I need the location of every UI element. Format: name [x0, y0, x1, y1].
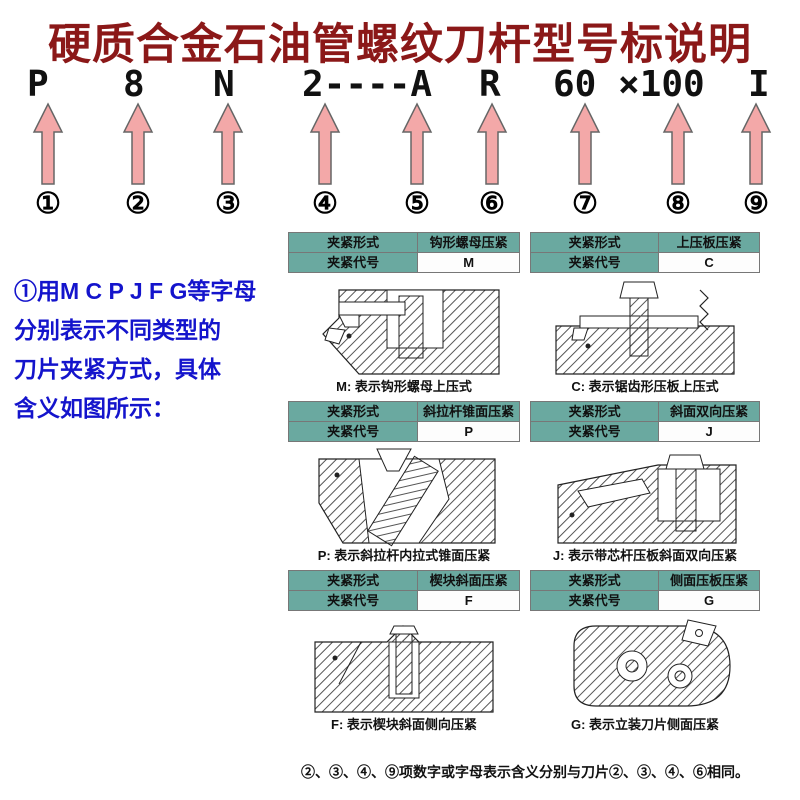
form-value: 楔块斜面压紧 [418, 571, 520, 591]
clamp-panel-j: 夹紧形式 斜面双向压紧 夹紧代号 J J: 表示带芯杆压板斜面双向压紧 [530, 401, 760, 564]
page-title: 硬质合金石油管螺纹刀杆型号标说明 [48, 21, 752, 69]
marker-1: ① [35, 188, 61, 220]
clamp-panel-g: 夹紧形式 侧面压板压紧 夹紧代号 G G: 表示立装刀片侧面压紧 [530, 570, 760, 733]
panel-header-table: 夹紧形式 楔块斜面压紧 夹紧代号 F [288, 570, 520, 611]
panel-caption: M: 表示钩形螺母上压式 [336, 379, 472, 394]
code-label: 夹紧代号 [531, 591, 660, 611]
left-note-line: 刀片夹紧方式，具体 [14, 356, 221, 382]
left-note-line: 含义如图所示： [14, 395, 175, 421]
form-value: 钩形螺母压紧 [418, 233, 520, 253]
form-value: 侧面压板压紧 [659, 571, 760, 591]
form-label: 夹紧形式 [289, 402, 419, 422]
marker-8: ⑧ [665, 188, 691, 220]
left-note-line: 分别表示不同类型的 [14, 317, 221, 343]
clamp-panel-c: 夹紧形式 上压板压紧 夹紧代号 C C: 表示锯齿形压板上压式 [530, 232, 760, 395]
code-segment-6: 60 ×100 [553, 64, 705, 105]
panel-header-table: 夹紧形式 斜拉杆锥面压紧 夹紧代号 P [288, 401, 520, 442]
panel-caption: G: 表示立装刀片侧面压紧 [570, 717, 720, 732]
form-value: 斜拉杆锥面压紧 [418, 402, 520, 422]
panel-header-table: 夹紧形式 钩形螺母压紧 夹紧代号 M [288, 232, 520, 273]
code-segment-7: I [748, 64, 770, 105]
marker-3: ③ [215, 188, 241, 220]
up-arrow-icon [476, 102, 508, 185]
up-arrow-icon [309, 102, 341, 185]
marker-4: ④ [312, 188, 338, 220]
clamp-panel-p: 夹紧形式 斜拉杆锥面压紧 夹紧代号 P P: 表示斜拉杆内拉式锥面压紧 [288, 401, 520, 564]
up-arrow-icon [569, 102, 601, 185]
form-label: 夹紧形式 [531, 571, 660, 591]
code-label: 夹紧代号 [289, 253, 419, 273]
marker-6: ⑥ [479, 188, 505, 220]
code-value: G [659, 591, 760, 611]
pull-rod-cone-clamp-drawing [288, 442, 520, 548]
code-value: J [659, 422, 760, 442]
marker-7: ⑦ [572, 188, 598, 220]
up-arrow-icon [122, 102, 154, 185]
hook-nut-clamp-drawing [288, 273, 520, 379]
clamp-panel-m: 夹紧形式 钩形螺母压紧 夹紧代号 M M: 表示钩形螺母上压式 [288, 232, 520, 395]
code-value: F [418, 591, 520, 611]
marker-5: ⑤ [404, 188, 430, 220]
panel-caption: J: 表示带芯杆压板斜面双向压紧 [552, 548, 738, 563]
bottom-note: ②、③、④、⑨项数字或字母表示含义分别与刀片②、③、④、⑥相同。 [301, 764, 749, 780]
form-label: 夹紧形式 [531, 233, 660, 253]
panel-caption: C: 表示锯齿形压板上压式 [571, 379, 719, 394]
panel-header-table: 夹紧形式 侧面压板压紧 夹紧代号 G [530, 570, 760, 611]
code-value: P [418, 422, 520, 442]
up-arrow-icon [740, 102, 772, 185]
code-segment-2: 8 [123, 64, 145, 105]
marker-9: ⑨ [743, 188, 769, 220]
code-segment-4: 2----A [302, 64, 433, 105]
up-arrow-icon [662, 102, 694, 185]
wedge-side-clamp-drawing [288, 611, 520, 717]
form-label: 夹紧形式 [289, 571, 419, 591]
code-segment-1: P [27, 64, 49, 105]
marker-2: ② [125, 188, 151, 220]
panel-header-table: 夹紧形式 上压板压紧 夹紧代号 C [530, 232, 760, 273]
panel-caption: P: 表示斜拉杆内拉式锥面压紧 [317, 548, 491, 563]
vertical-insert-side-clamp-drawing [530, 611, 760, 717]
code-label: 夹紧代号 [531, 422, 660, 442]
left-note-line: ①用M C P J F G等字母 [14, 278, 257, 304]
code-label: 夹紧代号 [531, 253, 660, 273]
clamp-panel-f: 夹紧形式 楔块斜面压紧 夹紧代号 F F: 表示楔块斜面侧向压紧 [288, 570, 520, 733]
form-value: 上压板压紧 [659, 233, 760, 253]
form-label: 夹紧形式 [531, 402, 660, 422]
form-label: 夹紧形式 [289, 233, 419, 253]
panel-caption: F: 表示楔块斜面侧向压紧 [331, 717, 477, 732]
form-value: 斜面双向压紧 [659, 402, 760, 422]
up-arrow-icon [401, 102, 433, 185]
code-value: C [659, 253, 760, 273]
left-note: ①用M C P J F G等字母 分别表示不同类型的 刀片夹紧方式，具体 含义如… [14, 272, 290, 428]
clamp-panels: 夹紧形式 钩形螺母压紧 夹紧代号 M M: 表示钩形螺母上压式 [288, 232, 760, 733]
code-value: M [418, 253, 520, 273]
code-segment-5: R [479, 64, 501, 105]
up-arrow-icon [212, 102, 244, 185]
core-rod-bidirectional-clamp-drawing [530, 442, 760, 548]
code-segment-3: N [213, 64, 235, 105]
up-arrow-icon [32, 102, 64, 185]
panel-header-table: 夹紧形式 斜面双向压紧 夹紧代号 J [530, 401, 760, 442]
serrated-plate-clamp-drawing [530, 273, 760, 379]
code-label: 夹紧代号 [289, 591, 419, 611]
code-label: 夹紧代号 [289, 422, 419, 442]
